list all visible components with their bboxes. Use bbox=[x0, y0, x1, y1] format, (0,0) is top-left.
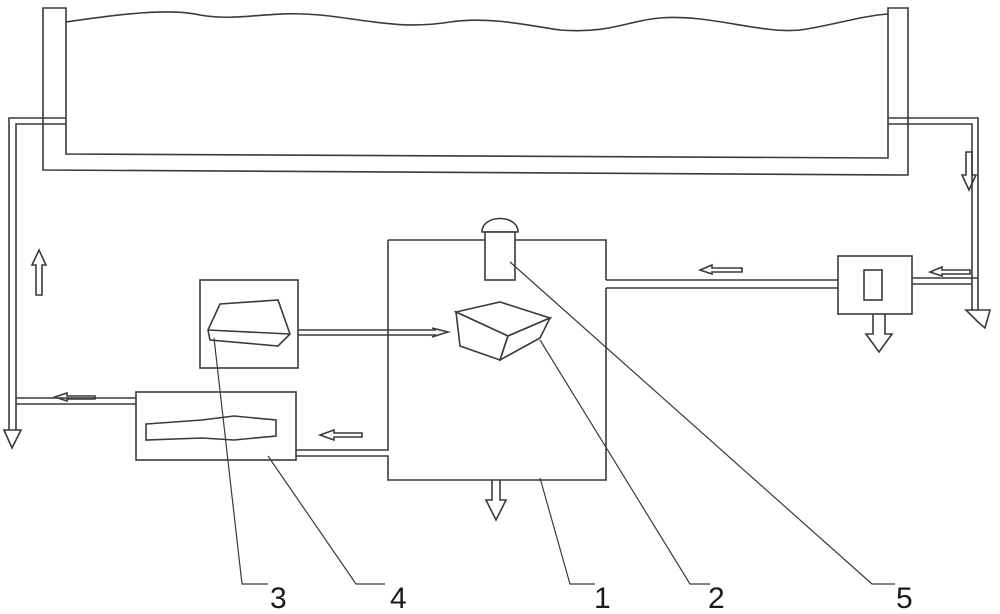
inner-block bbox=[453, 301, 553, 362]
tank-drain-arrow bbox=[484, 480, 508, 522]
leader-line-5 bbox=[509, 261, 895, 585]
generator-to-tank-line bbox=[298, 329, 436, 336]
left-outlet-arrow-head bbox=[2, 429, 23, 450]
left-pipe-lower bbox=[16, 397, 136, 405]
top-fitting bbox=[481, 217, 519, 281]
label-5: 5 bbox=[896, 582, 913, 614]
down-arrow-icon bbox=[960, 151, 978, 192]
leader-line-4 bbox=[267, 455, 385, 585]
generator-arrow-head bbox=[431, 327, 451, 338]
water-surface bbox=[65, 11, 889, 32]
leader-line-2 bbox=[539, 339, 710, 585]
flow-arrow-left-icon bbox=[52, 391, 96, 403]
venturi-box bbox=[135, 391, 297, 461]
pool bbox=[42, 7, 909, 176]
up-arrow-icon bbox=[30, 248, 48, 296]
flow-arrow-left-icon bbox=[697, 263, 743, 276]
filter-element bbox=[863, 269, 883, 301]
left-return-pipe bbox=[2, 117, 136, 450]
leader-lines bbox=[213, 261, 895, 585]
right-outflow-pipe bbox=[888, 117, 992, 330]
flow-arrow-left-icon bbox=[927, 265, 971, 278]
label-3: 3 bbox=[270, 582, 287, 614]
label-1: 1 bbox=[594, 582, 611, 614]
filter-to-tank-pipe bbox=[606, 279, 838, 289]
leader-line-1 bbox=[539, 477, 595, 585]
filter-unit bbox=[837, 255, 978, 354]
flow-arrow-left-icon bbox=[317, 428, 363, 442]
label-2: 2 bbox=[708, 582, 725, 614]
main-tank bbox=[296, 239, 607, 522]
leader-line-3 bbox=[213, 337, 268, 585]
generator-box bbox=[199, 279, 451, 369]
label-4: 4 bbox=[390, 582, 407, 614]
filter-drain-arrow bbox=[864, 314, 894, 354]
